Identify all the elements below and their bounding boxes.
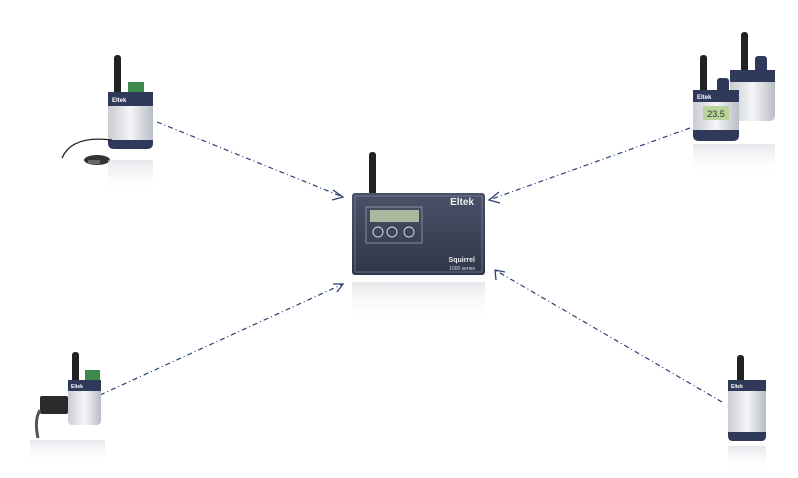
central-logger: Eltek Squirrel 1000 series (352, 152, 485, 322)
transmitter-top-right: Eltek 23.5 (693, 32, 775, 174)
transmitter-bottom-right: Eltek (728, 355, 766, 471)
arrowhead-icon (331, 189, 345, 201)
logger-model: Squirrel (449, 257, 476, 264)
link-top-left (156, 121, 344, 198)
transmitter-top-left: Eltek (61, 55, 153, 195)
transmitter-bottom-left: Eltek (30, 352, 105, 465)
link-top-right (488, 127, 691, 201)
transmitter-brand: Eltek (71, 384, 83, 390)
arrowhead-icon (494, 269, 506, 281)
transmitter-brand: Eltek (112, 98, 127, 104)
reflection (352, 282, 485, 322)
logger-brand: Eltek (450, 197, 474, 208)
logger-series: 1000 series (449, 266, 475, 272)
logger-button (403, 226, 415, 238)
transmitter-reading: 23.5 (707, 109, 725, 119)
lcd-display (703, 106, 729, 120)
logger-button (372, 226, 384, 238)
logger-button (386, 226, 398, 238)
arrowhead-icon (333, 283, 345, 293)
link-bottom-left (99, 283, 344, 396)
transmitter-brand: Eltek (731, 384, 743, 390)
link-bottom-right (494, 269, 723, 403)
transmitter-brand: Eltek (697, 95, 712, 101)
arrowhead-icon (487, 191, 501, 204)
lcd-display (370, 210, 419, 222)
